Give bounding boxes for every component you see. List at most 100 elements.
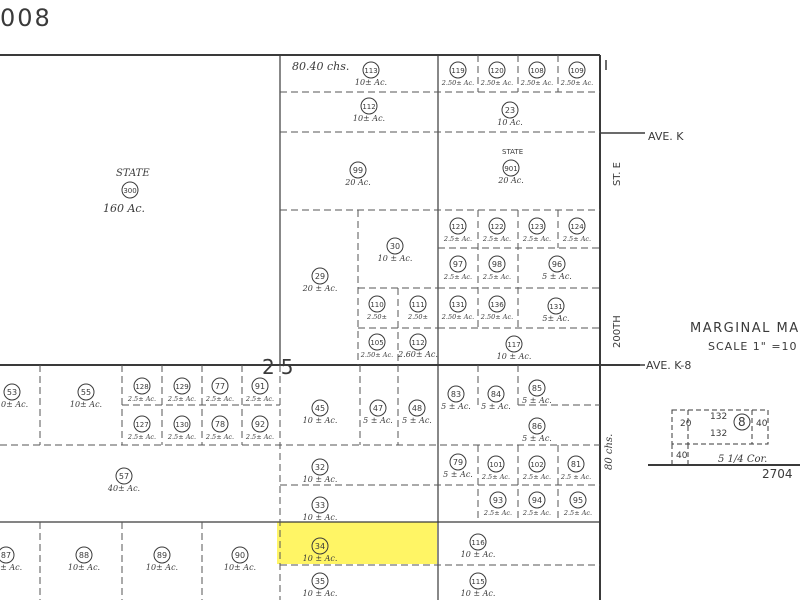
parcel-number: 113 xyxy=(364,67,377,75)
parcel-number: 130 xyxy=(175,421,188,429)
parcel-number: 116 xyxy=(471,539,485,547)
parcel-circle xyxy=(362,61,380,79)
parcel-circle xyxy=(173,377,191,395)
parcel-acreage: 2.5± Ac. xyxy=(127,395,156,403)
parcel-acreage: 2.5 ± Ac. xyxy=(560,473,591,481)
parcel-acreage: 5 ± Ac. xyxy=(441,402,471,411)
parcel-acreage: 2.5± Ac. xyxy=(482,235,511,243)
parcel-circle xyxy=(77,383,95,401)
parcel-circle xyxy=(447,385,465,403)
parcel-number: 119 xyxy=(451,67,464,75)
parcel-number: 81 xyxy=(571,460,581,469)
parcel-circle xyxy=(3,383,21,401)
parcel-acreage: 2.5± Ac. xyxy=(245,433,274,441)
parcel-number: 89 xyxy=(157,551,167,560)
parcel-acreage: 2.5± Ac. xyxy=(483,509,512,517)
parcel-number: 57 xyxy=(119,472,129,481)
section-number: 25 xyxy=(262,355,299,379)
parcel-circle xyxy=(409,333,427,351)
parcel-78: 78 2.5± Ac. xyxy=(205,415,234,441)
parcel-85: 855 ± Ac. xyxy=(522,379,552,405)
parcel-number: 79 xyxy=(453,458,463,467)
page-number: 008 xyxy=(0,4,52,32)
cor-label: 5 1/4 Cor. xyxy=(718,454,767,465)
parcel-number: 117 xyxy=(507,341,520,349)
parcel-number: 108 xyxy=(530,67,543,75)
parcel-acreage: 2.5± Ac. xyxy=(482,273,511,281)
parcel-acreage: 2.5± Ac. xyxy=(522,235,551,243)
scale-label: SCALE 1" =10 xyxy=(708,340,798,353)
parcel-number: 92 xyxy=(255,420,265,429)
parcel-acreage: 2.5± Ac. xyxy=(205,433,234,441)
parcel-acreage: 2.50± Ac. xyxy=(360,351,393,359)
parcel-acreage: 5 ± Ac. xyxy=(522,434,552,443)
parcel-circle xyxy=(547,297,565,315)
parcel-number: 45 xyxy=(315,404,325,413)
parcel-number: 99 xyxy=(353,166,363,175)
parcel-acreage: 10± Ac. xyxy=(224,563,256,572)
parcel-91: 912.5± Ac. xyxy=(245,377,274,403)
parcel-81: 81 2.5 ± Ac. xyxy=(560,455,591,481)
parcel-circle xyxy=(349,161,367,179)
parcel-acreage: 10± Ac. xyxy=(355,78,387,87)
parcel-acreage: 2.50± xyxy=(407,313,428,321)
parcel-number: 105 xyxy=(370,339,383,347)
parcel-circle xyxy=(311,496,329,514)
parcel-acreage: 10± Ac. xyxy=(353,114,385,123)
parcel-number: 90 xyxy=(235,551,245,560)
inset-parcel-circle xyxy=(733,413,751,431)
parcel-circle xyxy=(311,267,329,285)
parcel-acreage: 2.50± Ac. xyxy=(441,313,474,321)
parcel-acreage: 5 ± Ac. xyxy=(443,470,473,479)
parcel-acreage: 2.5± Ac. xyxy=(167,395,196,403)
parcel-number: 95 xyxy=(573,496,583,505)
parcel-circle xyxy=(133,415,151,433)
parcel-acreage: 10 ± Ac. xyxy=(303,554,338,563)
parcel-circle xyxy=(449,453,467,471)
parcel-number: 85 xyxy=(532,384,542,393)
road-lines xyxy=(600,60,800,466)
parcel-86: 86 5 ± Ac. xyxy=(522,417,552,443)
parcel-circle xyxy=(528,379,546,397)
parcel-83: 835 ± Ac. xyxy=(441,385,471,411)
parcel-number: 78 xyxy=(215,420,225,429)
parcel-circle xyxy=(369,399,387,417)
parcel-number: 115 xyxy=(471,578,484,586)
parcel-circle xyxy=(528,455,546,473)
parcel-acreage: 2.5± Ac. xyxy=(167,433,196,441)
corner-marker: 2704 xyxy=(762,467,793,481)
parcel-number: 109 xyxy=(570,67,583,75)
parcel-number: 77 xyxy=(215,382,225,391)
parcel-circle xyxy=(251,377,269,395)
ave-k-label: AVE. K xyxy=(648,130,684,143)
parcel-circle xyxy=(231,546,249,564)
parcel-77: 772.5± Ac. xyxy=(205,377,234,403)
parcel-number: 33 xyxy=(315,501,325,510)
parcel-acreage: 2.50± Ac. xyxy=(480,79,513,87)
ave-k8-label: AVE. K-8 xyxy=(646,359,691,372)
parcel-circle xyxy=(469,572,487,590)
parcel-circle xyxy=(311,458,329,476)
parcel-98: 982.5± Ac. xyxy=(482,255,511,281)
parcel-acreage: 10± Ac. xyxy=(68,563,100,572)
st-e-label: ST. E xyxy=(612,162,623,186)
parcel-number: 86 xyxy=(532,422,542,431)
parcel-113: 113 10± Ac. xyxy=(355,61,387,87)
parcel-circle xyxy=(489,491,507,509)
parcel-number: 136 xyxy=(490,301,504,309)
parcel-acreage: 10 ± Ac. xyxy=(461,550,496,559)
parcel-84: 845 ± Ac. xyxy=(481,385,511,411)
parcel-acreage: 10 ± Ac. xyxy=(303,416,338,425)
